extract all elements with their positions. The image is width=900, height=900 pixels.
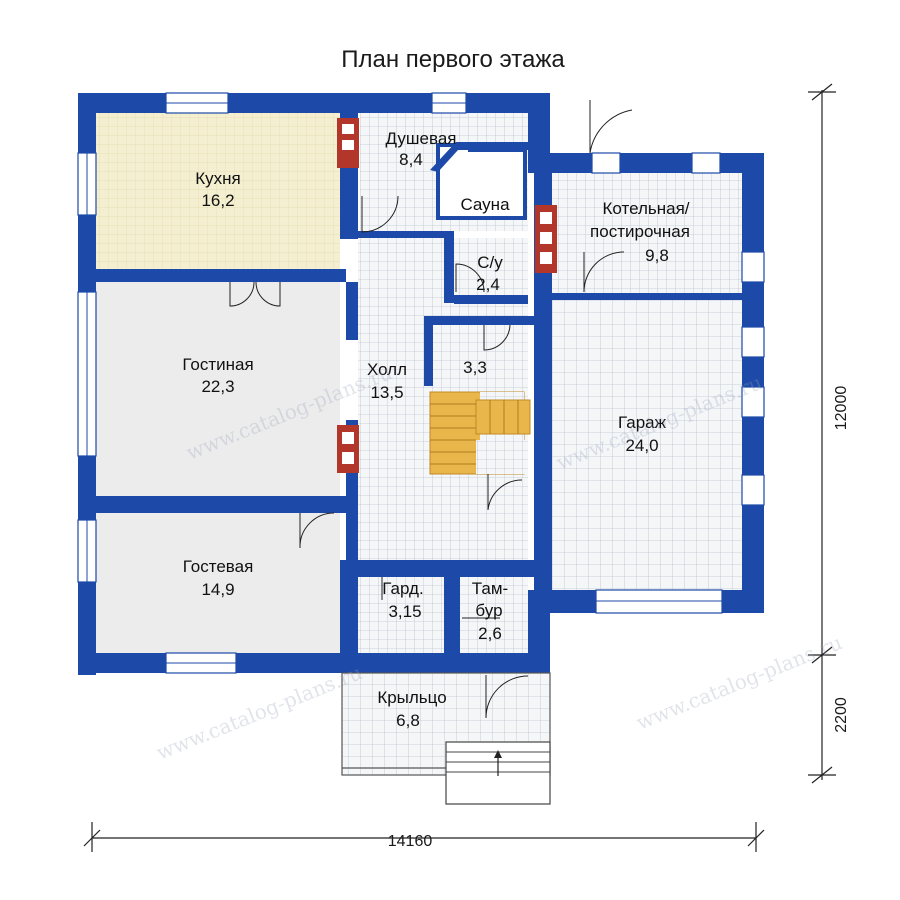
vestibule-name-line1: Там- (472, 579, 508, 598)
watermark: www.catalog-plans.ru (633, 630, 846, 735)
guest-area: 14,9 (201, 580, 234, 599)
sauna-corner-wall (430, 142, 528, 172)
stair-treads (430, 400, 519, 465)
room-labels: Кухня 16,2 Душевая 8,4 Сауна Котельная/ … (182, 129, 690, 730)
boiler-area: 9,8 (645, 246, 669, 265)
shower-name: Душевая (386, 129, 457, 148)
hall-area: 13,5 (370, 383, 403, 402)
vestibule-area: 2,6 (478, 624, 502, 643)
height-main-dimension: 12000 (833, 386, 850, 431)
vestibule-name-line2: бур (475, 601, 502, 620)
guest-floor (96, 513, 340, 653)
guest-name: Гостевая (183, 557, 254, 576)
porch-name: Крыльцо (377, 688, 446, 707)
door-shower (361, 195, 399, 233)
porch-area: 6,8 (396, 711, 420, 730)
living-floor (96, 282, 340, 496)
living-area: 22,3 (201, 377, 234, 396)
boiler-name-line1: Котельная/ (602, 199, 689, 218)
kitchen-area: 16,2 (201, 191, 234, 210)
garage-area: 24,0 (625, 436, 658, 455)
garage-name: Гараж (618, 413, 667, 432)
boiler-name-line2: постирочная (590, 222, 690, 241)
wardrobe-floor (358, 577, 444, 653)
plan-title: План первого этажа (341, 46, 565, 73)
chimney-flues (342, 124, 552, 464)
sauna-name: Сауна (460, 195, 510, 214)
stair-flight-2 (475, 399, 531, 435)
living-name: Гостиная (182, 355, 253, 374)
wardrobe-area: 3,15 (388, 602, 421, 621)
window-mullions (86, 102, 722, 664)
height-porch-dimension: 2200 (833, 697, 850, 733)
wc-area: 2,4 (476, 275, 500, 294)
dimension-lines (83, 83, 836, 852)
wc-name: С/у (477, 253, 503, 272)
shower-area: 8,4 (399, 150, 423, 169)
kitchen-floor (96, 113, 340, 269)
width-dimension: 14160 (388, 833, 433, 850)
wardrobe-name: Гард. (382, 579, 423, 598)
garage-floor (552, 300, 742, 590)
doors (229, 100, 633, 719)
hall-name: Холл (367, 360, 407, 379)
kitchen-name: Кухня (195, 169, 241, 188)
watermark: www.catalog-plans.ru (153, 660, 366, 765)
vestibule-floor (460, 577, 528, 653)
stair-understair (476, 440, 528, 474)
porch-steps (445, 741, 551, 805)
stair-area: 3,3 (463, 358, 487, 377)
